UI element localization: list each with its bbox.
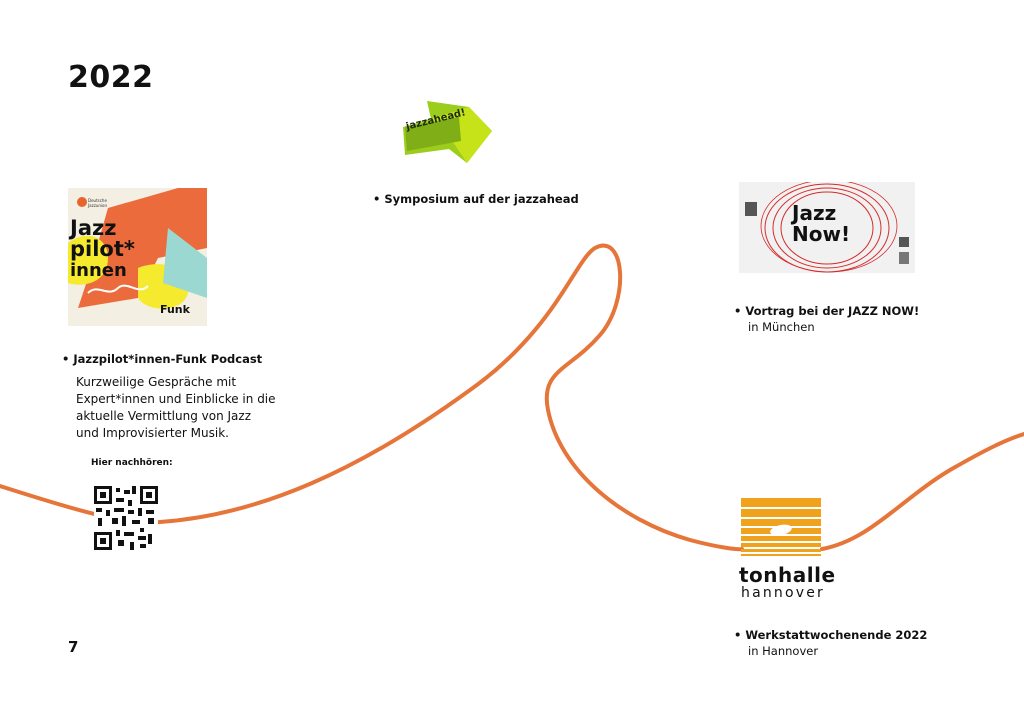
tonhalle-logo bbox=[741, 498, 821, 556]
jazzahead-title: Symposium auf der jazzahead bbox=[373, 192, 578, 206]
page-number: 7 bbox=[68, 638, 79, 656]
podcast-qr-code[interactable] bbox=[94, 486, 158, 550]
podcast-cover-title-1: Jazz pilot* bbox=[70, 216, 135, 261]
jazzahead-logo bbox=[403, 101, 492, 163]
jazznow-poster-title: Jazz Now! bbox=[792, 201, 851, 246]
podcast-cover-title-2: innen bbox=[70, 260, 127, 281]
jazznow-subtitle: in München bbox=[748, 320, 815, 334]
podcast-description: Kurzweilige Gespräche mit Expert*innen u… bbox=[76, 375, 276, 440]
podcast-title: Jazzpilot*innen-Funk Podcast bbox=[62, 352, 262, 366]
tonhalle-title: Werkstattwochenende 2022 bbox=[734, 628, 927, 642]
jazznow-title: Vortrag bei der JAZZ NOW! bbox=[734, 304, 919, 318]
jazznow-poster-image bbox=[739, 182, 915, 273]
qr-label: Hier nachhören: bbox=[91, 458, 173, 468]
tonhalle-subtitle: in Hannover bbox=[748, 644, 819, 658]
podcast-cover-brand: Funk bbox=[160, 303, 190, 316]
tonhalle-logo-city: hannover bbox=[741, 585, 826, 601]
page-title: 2022 bbox=[68, 60, 154, 95]
podcast-cover-image bbox=[68, 188, 207, 326]
tonhalle-logo-word: tonhalle bbox=[739, 563, 836, 587]
podcast-cover-org: Deutsche Jazzunion bbox=[88, 198, 107, 208]
